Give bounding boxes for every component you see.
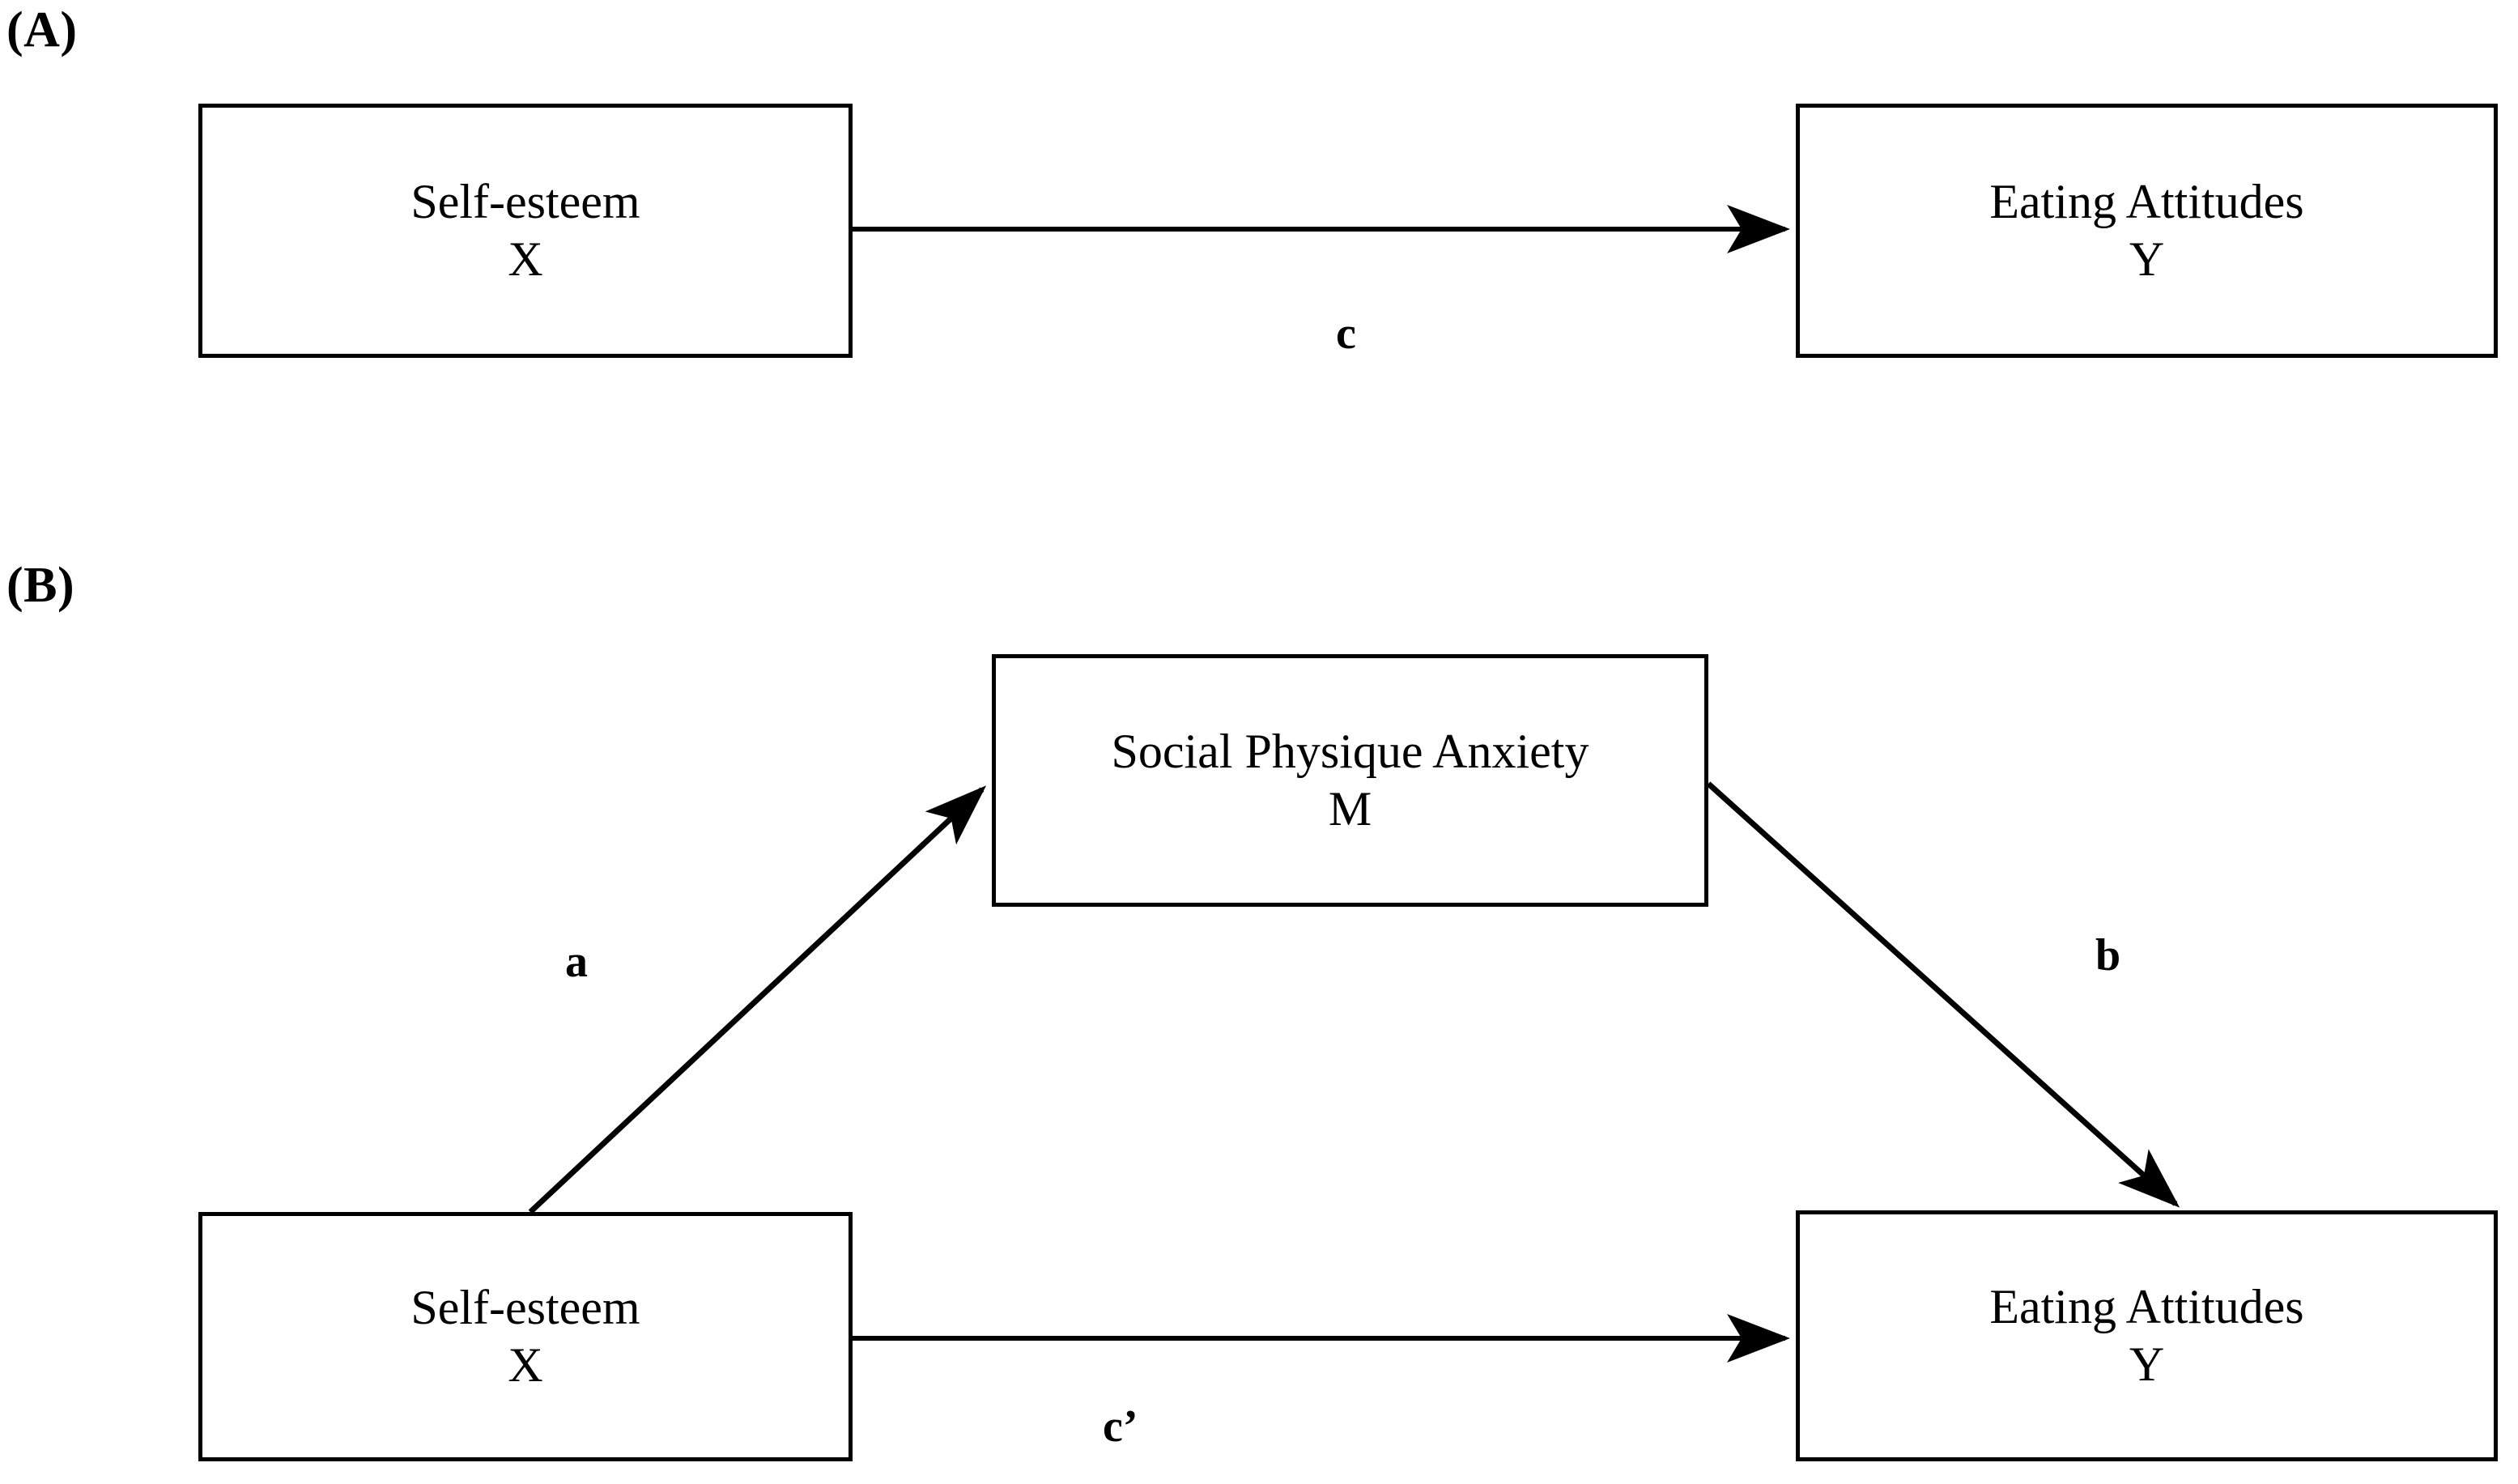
panel-a-letter: (A)	[6, 2, 78, 57]
panel-a-node-self-esteem-title: Self-esteem	[410, 175, 640, 229]
path-arrow-a	[528, 785, 987, 1214]
path-label-c: c	[1336, 308, 1356, 359]
panel-b-node-self-esteem-title: Self-esteem	[410, 1281, 640, 1335]
panel-a-node-self-esteem-symbol: X	[508, 232, 543, 286]
path-label-b: b	[2095, 930, 2121, 980]
panel-b-node-social-physique-anxiety-symbol: M	[1328, 782, 1372, 836]
panel-b-node-self-esteem-symbol: X	[508, 1338, 543, 1392]
panel-b-node-social-physique-anxiety: Social Physique Anxiety M	[992, 654, 1708, 907]
panel-b-node-eating-attitudes-symbol: Y	[2129, 1337, 2165, 1391]
path-label-c-prime: c’	[1103, 1401, 1138, 1452]
panel-b-node-eating-attitudes: Eating Attitudes Y	[1796, 1210, 2498, 1461]
panel-b-node-self-esteem: Self-esteem X	[198, 1212, 853, 1461]
path-arrow-b	[1706, 781, 2180, 1208]
panel-b-node-eating-attitudes-title: Eating Attitudes	[1989, 1280, 2304, 1334]
panel-a-node-eating-attitudes-symbol: Y	[2129, 232, 2165, 286]
path-label-a: a	[565, 937, 588, 987]
panel-a-node-self-esteem: Self-esteem X	[198, 104, 853, 358]
panel-b-letter: (B)	[6, 558, 75, 613]
panel-a-node-eating-attitudes: Eating Attitudes Y	[1796, 104, 2498, 358]
panel-b-node-social-physique-anxiety-title: Social Physique Anxiety	[1111, 725, 1589, 779]
panel-a-node-eating-attitudes-title: Eating Attitudes	[1989, 175, 2304, 229]
